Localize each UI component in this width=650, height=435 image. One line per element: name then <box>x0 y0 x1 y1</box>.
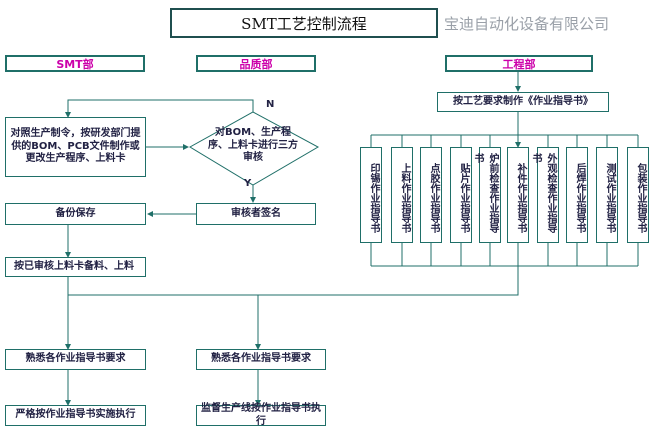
company-name: 宝迪自动化设备有限公司 <box>444 14 610 33</box>
backup-box: 备份保存 <box>5 203 146 225</box>
prepare-program-box: 对照生产制令，按研发部门提供的BOM、PCB文件制作或更改生产程序、上料卡 <box>5 117 146 177</box>
decision-no-label: N <box>266 99 275 110</box>
make-instructions-box: 按工艺要求制作《作业指导书》 <box>437 92 609 112</box>
instruction-book-printing: 印锡作业指导书 <box>360 147 382 243</box>
instruction-book-rework: 补件作业指导书 <box>507 147 529 243</box>
review-decision-label: 对BOM、生产程序、上料卡进行三方审核 <box>208 127 298 163</box>
smt-familiarize-box: 熟悉各作业指导书要求 <box>5 349 146 370</box>
instruction-book-testing: 测试作业指导书 <box>596 147 618 243</box>
qa-familiarize-box: 熟悉各作业指导书要求 <box>196 349 326 370</box>
instruction-book-dispensing: 点胶作业指导书 <box>420 147 442 243</box>
instruction-book-packing: 包装作业指导书 <box>627 147 649 243</box>
smt-execute-box: 严格按作业指导书实施执行 <box>5 405 146 426</box>
instruction-book-placement: 贴片作业指导书 <box>450 147 472 243</box>
decision-yes-label: Y <box>244 178 252 189</box>
dept-smt: SMT部 <box>5 55 145 72</box>
page-title: SMT工艺控制流程 <box>170 8 438 38</box>
instruction-book-visual-check: 外观检查作业指导书 <box>530 147 559 243</box>
instruction-book-post-solder: 后焊作业指导书 <box>566 147 588 243</box>
dept-quality: 品质部 <box>196 55 316 72</box>
dept-engineering: 工程部 <box>445 55 593 72</box>
instruction-book-loading: 上料作业指导书 <box>391 147 413 243</box>
instruction-book-pre-oven-check: 炉前检查作业指导书 <box>472 147 501 243</box>
sign-box: 审核者签名 <box>196 203 316 225</box>
material-box: 按已审核上料卡备料、上料 <box>5 257 146 277</box>
qa-supervise-box: 监督生产线按作业指导书执行 <box>196 403 326 427</box>
